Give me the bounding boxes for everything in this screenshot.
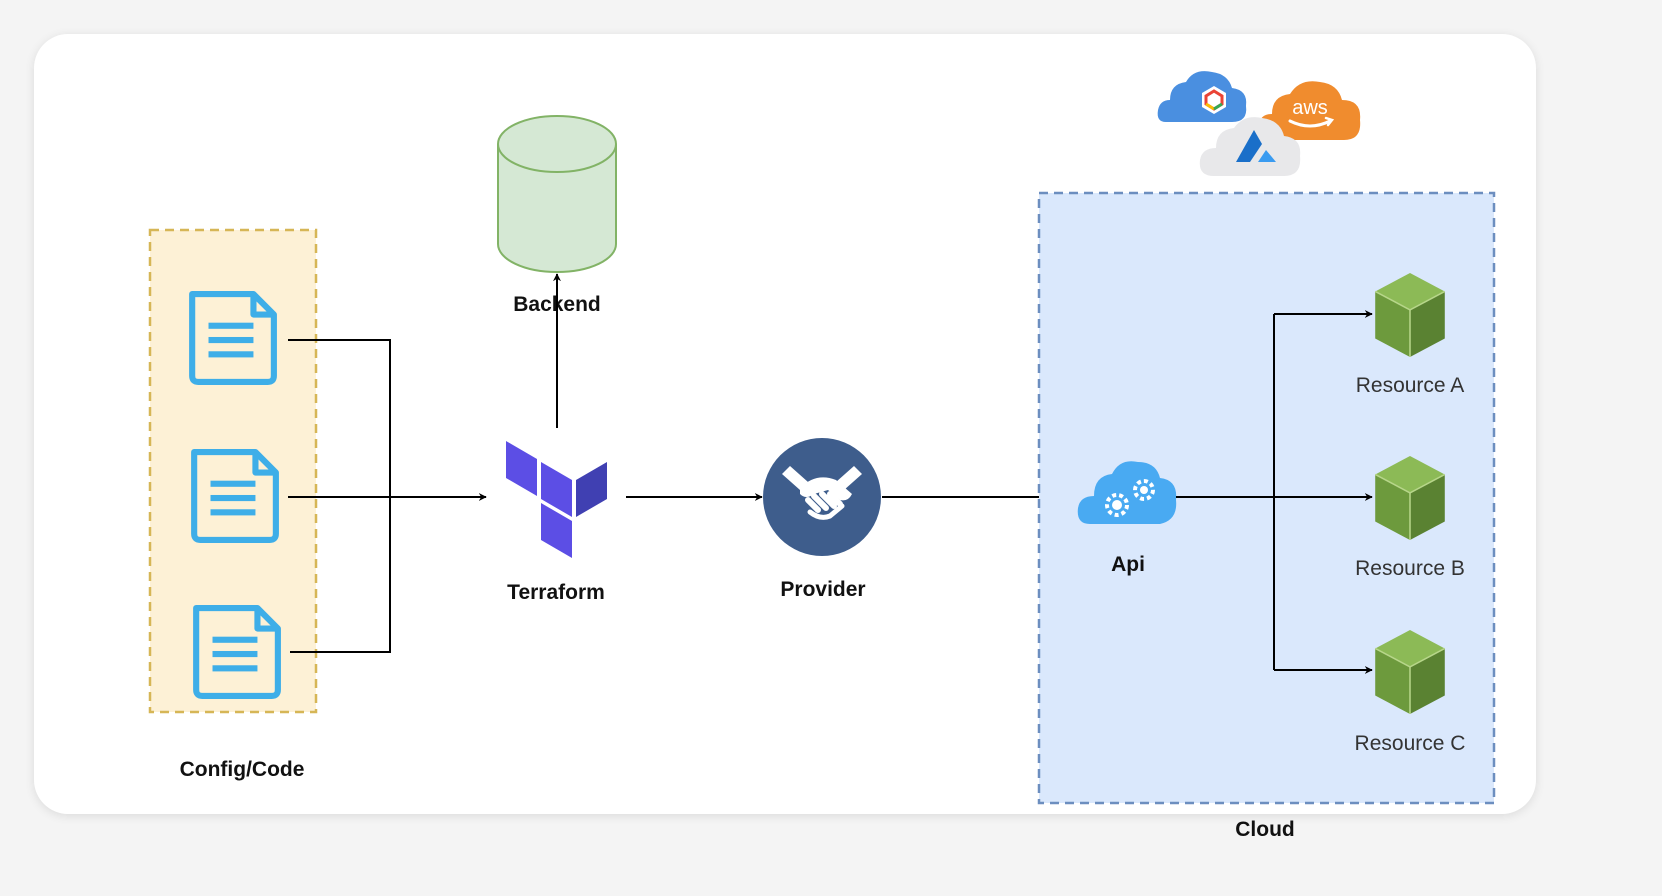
azure-cloud-logo <box>1199 117 1301 176</box>
terraform-label: Terraform <box>507 581 605 604</box>
cloud-providers-logo: aws <box>1157 71 1361 176</box>
document-icon <box>194 452 276 540</box>
provider-label: Provider <box>780 578 865 601</box>
api-to-resources-connectors <box>1176 310 1373 674</box>
resource-a-label: Resource A <box>1356 374 1465 397</box>
aws-cloud-logo: aws <box>1257 81 1361 140</box>
cloud-label: Cloud <box>1235 818 1294 841</box>
document-icon <box>196 608 278 696</box>
backend-database-icon <box>497 115 617 273</box>
handshake-icon <box>763 438 881 556</box>
config-code-label: Config/Code <box>180 758 305 781</box>
api-label: Api <box>1111 553 1145 576</box>
cloud-gears-icon <box>1077 461 1177 524</box>
aws-text: aws <box>1292 97 1328 119</box>
gcp-cloud-logo <box>1157 71 1247 122</box>
resource-c-label: Resource C <box>1355 732 1466 755</box>
document-icon <box>192 294 274 382</box>
config-connectors <box>288 339 487 653</box>
terraform-logo <box>506 441 607 558</box>
resource-b-label: Resource B <box>1355 557 1465 580</box>
